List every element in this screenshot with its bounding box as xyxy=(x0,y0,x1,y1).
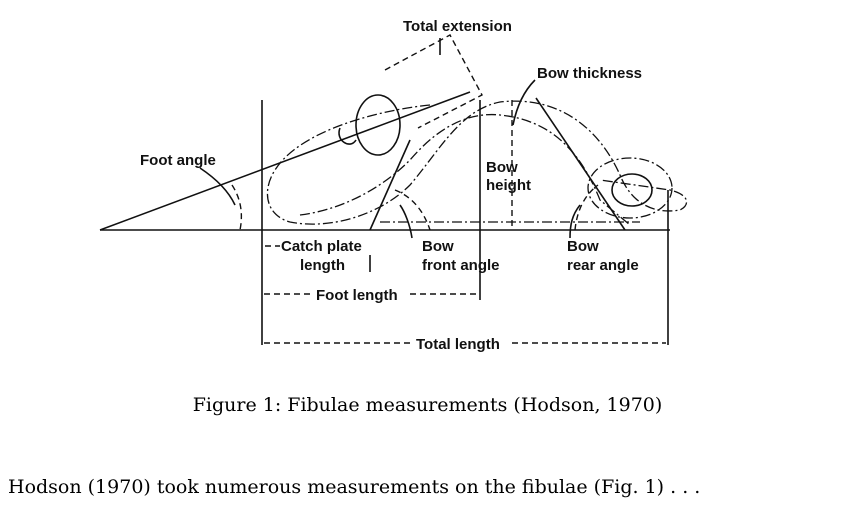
foot-coil-inner xyxy=(611,173,653,207)
label-foot-angle: Foot angle xyxy=(140,152,216,169)
label-catch-plate-line1: Catch plate xyxy=(281,238,362,255)
label-total-extension: Total extension xyxy=(403,18,512,35)
bow-rear-arc xyxy=(574,184,599,231)
foot-angle-leader xyxy=(199,167,236,206)
label-foot-length: Foot length xyxy=(316,287,398,304)
label-catch-plate-line2: length xyxy=(300,257,345,274)
foot-coil xyxy=(587,157,673,219)
bow-front-leader xyxy=(399,204,413,239)
total-extension-box xyxy=(384,34,483,129)
label-bow-rear-line1: Bow xyxy=(567,238,599,255)
body-paragraph: Hodson (1970) took numerous measurements… xyxy=(8,476,701,498)
bow-thickness-leader xyxy=(512,79,536,126)
bow-front-line xyxy=(369,139,411,231)
fibula-outline xyxy=(266,100,688,225)
bow-rear-leader xyxy=(569,204,581,239)
foot-angle-line xyxy=(99,91,471,231)
foot-angle-arc xyxy=(231,184,243,231)
head-knob xyxy=(338,127,357,145)
label-bow-front-line1: Bow xyxy=(422,238,454,255)
label-bow-front-line2: front angle xyxy=(422,257,500,274)
label-bow-rear-line2: rear angle xyxy=(567,257,639,274)
label-bow-height-line1: Bow xyxy=(486,159,518,176)
bow-rear-line xyxy=(535,97,626,231)
fibula-measurement-diagram: Total extension Bow thickness Foot angle… xyxy=(99,18,688,353)
label-bow-thickness: Bow thickness xyxy=(537,65,642,82)
bow-front-arc xyxy=(394,189,431,231)
label-bow-height-line2: height xyxy=(486,177,531,194)
figure-caption: Figure 1: Fibulae measurements (Hodson, … xyxy=(192,394,663,416)
label-total-length: Total length xyxy=(416,336,500,353)
spring-coil xyxy=(355,94,401,156)
